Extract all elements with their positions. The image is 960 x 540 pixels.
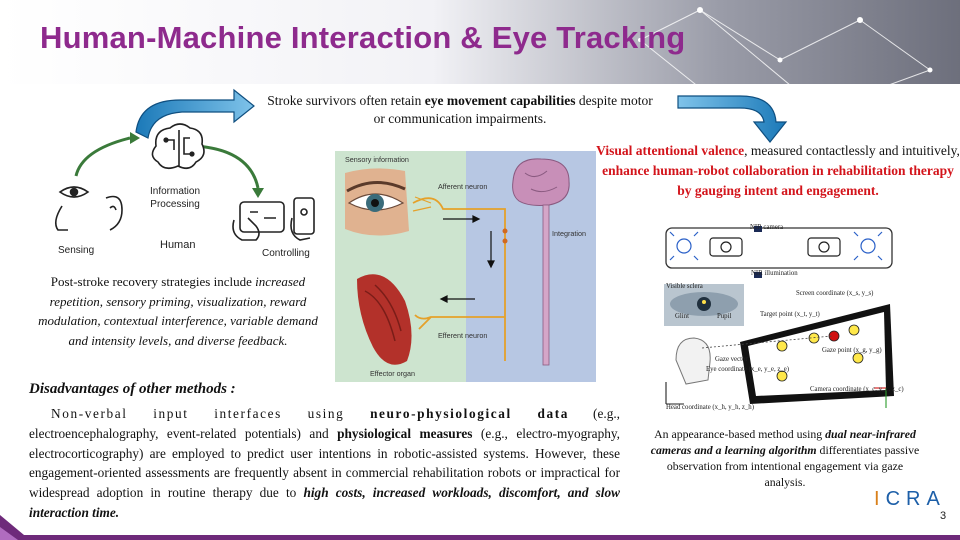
recovery-strategies: Post-stroke recovery strategies include …	[34, 272, 322, 350]
highlight-text: Visual attentional valence	[596, 143, 745, 158]
nir-camera-icon	[709, 237, 841, 257]
controlling-label: Controlling	[262, 248, 310, 259]
caption-text: differentiates passive observation from …	[666, 443, 920, 489]
nose-icon	[54, 205, 68, 231]
eye-image	[664, 284, 744, 326]
gaze-tracking-figure	[664, 226, 894, 408]
caption-text: An appearance-based method using	[654, 427, 826, 441]
eye-closeup-image	[345, 168, 409, 236]
ear-icon	[105, 195, 123, 231]
sensory-information-label: Sensory information	[345, 155, 409, 164]
recovery-list: increased repetition, sensory priming, v…	[38, 274, 318, 348]
green-arrow-right	[195, 144, 260, 189]
logo-text: I	[874, 488, 886, 510]
paragraph-text: Non-verbal input interfaces using	[51, 406, 371, 421]
pupil-label: Pupil	[717, 313, 732, 320]
header-band	[0, 0, 960, 84]
page-number: 3	[940, 510, 947, 522]
gaze-vector-line	[701, 335, 833, 349]
paragraph-bold: neuro-physiological data	[370, 406, 569, 421]
footer-band	[0, 515, 960, 540]
phone-hand-icon	[290, 197, 315, 241]
sensing-label: Sensing	[58, 245, 95, 256]
disadvantages-paragraph: Non-verbal input interfaces using neuro-…	[29, 404, 620, 523]
blue-arrow-right	[677, 95, 788, 143]
appearance-method-caption: An appearance-based method using dual ne…	[645, 426, 925, 490]
visible-sclera-label: Visible sclera	[666, 283, 703, 290]
human-label: Human	[160, 239, 196, 251]
screen-coordinate-label: Screen coordinate (x_s, y_s)	[796, 290, 874, 297]
glint-label: Glint	[675, 313, 689, 320]
blue-flow-arrow	[135, 88, 255, 139]
slide-title: Human-Machine Interaction & Eye Tracking	[40, 20, 686, 55]
eye-coordinate-label: Eye coordinate (x_e, y_e, z_e)	[706, 366, 790, 373]
icra-logo: ICRA	[874, 488, 946, 511]
human-loop-diagram	[54, 88, 315, 241]
gaze-vector-label: Gaze vector	[715, 356, 748, 363]
paragraph-bold-italic: high costs, increased workloads, discomf…	[29, 485, 620, 520]
efferent-neuron	[414, 314, 505, 330]
camera-coordinate-label: Camera coordinate (x_c, y_c, z_c)	[810, 386, 904, 393]
afferent-neuron	[412, 197, 506, 361]
stroke-text-part: Stroke survivors often retain	[267, 93, 425, 108]
tablet-hand-icon	[232, 201, 285, 241]
visual-attention-statement: Visual attentional valence, measured con…	[596, 141, 960, 201]
stroke-text-bold: eye movement capabilities	[424, 93, 576, 108]
paragraph-text: (e.g., electro-myography, electrocortico…	[29, 425, 620, 501]
paragraph-text: (e.g., electroencephalography, event-rel…	[29, 406, 620, 441]
gaze-point-marker	[828, 330, 840, 342]
effector-organ-label: Effector organ	[370, 369, 416, 378]
caption-emphasis: dual near-infrared cameras and a learnin…	[650, 427, 916, 457]
brain-icon	[151, 123, 205, 170]
paragraph-bold: physiological measures	[337, 425, 473, 441]
stroke-statement: Stroke survivors often retain eye moveme…	[262, 92, 658, 128]
afferent-neuron-label: Afferent neuron	[438, 182, 488, 191]
disadvantages-heading: Disadvantages of other methods :	[29, 381, 236, 397]
integration-label: Integration	[552, 229, 586, 238]
processing-label: Information Processing	[150, 186, 201, 210]
highlight-text: enhance human-robot collaboration in reh…	[602, 163, 954, 198]
plain-text: , measured contactlessly and intuitively…	[744, 143, 960, 158]
target-point-label: Target point (x_t, y_t)	[760, 311, 820, 318]
neural-pathway-figure	[335, 151, 596, 382]
logo-text-rest: CRA	[885, 488, 946, 510]
nir-camera-label: NIR camera	[750, 224, 784, 231]
efferent-neuron-label: Efferent neuron	[438, 331, 488, 340]
head-coordinate-label: Head coordinate (x_h, y_h, z_h)	[666, 404, 754, 411]
eye-icon	[58, 186, 90, 198]
nir-illumination-label: NIR illumination	[751, 270, 798, 277]
recovery-lead: Post-stroke recovery strategies include	[50, 274, 252, 289]
green-arrow-left	[74, 136, 131, 177]
gaze-point-label: Gaze point (x_g, y_g)	[822, 347, 882, 354]
stroke-text-part: despite motor or communication impairmen…	[373, 93, 653, 126]
head-silhouette	[675, 337, 711, 385]
muscle-image	[357, 274, 412, 365]
nir-illumination-icon	[669, 231, 883, 261]
brain-spinal-cord-image	[512, 158, 570, 366]
